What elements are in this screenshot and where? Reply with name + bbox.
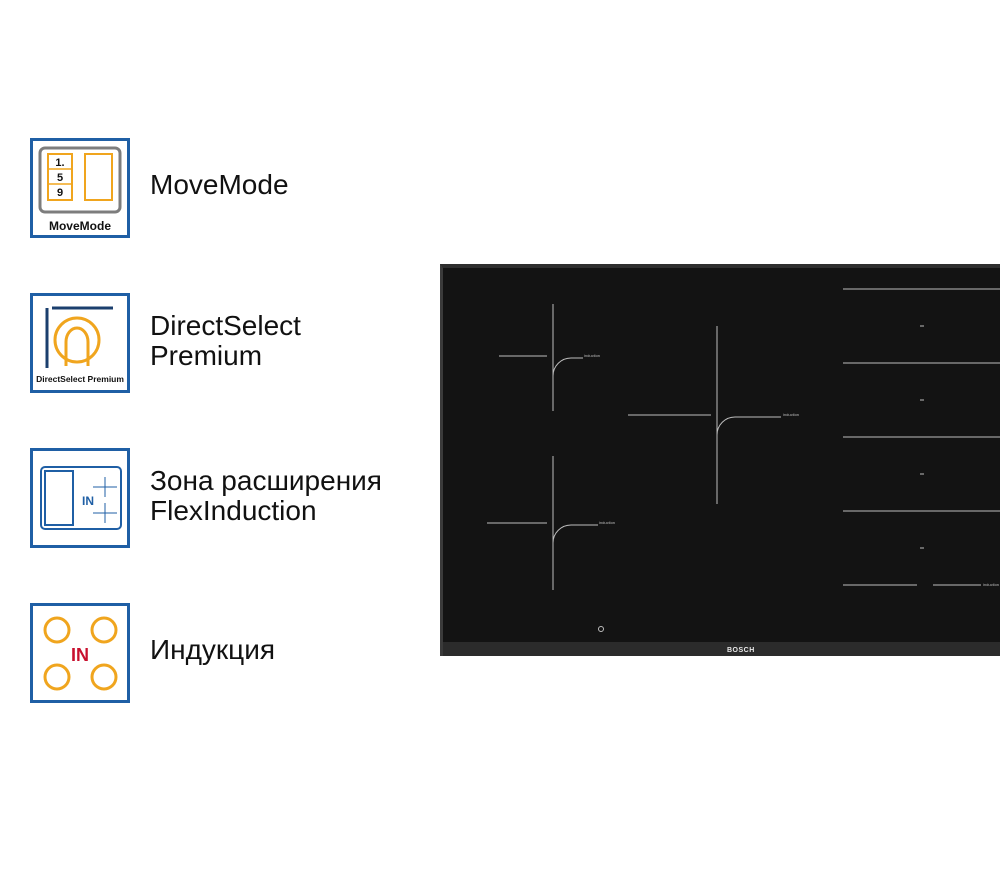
cooktop-frame-bottom: BOSCH (443, 642, 1000, 656)
movemode-number-5: 5 (57, 172, 63, 184)
directselect-premium-title-line-1: DirectSelect (150, 310, 301, 341)
movemode-number-1: 1. (55, 157, 64, 169)
induction-badge: IN (30, 603, 130, 703)
flexinduction-title: Зона расширения FlexInduction (150, 466, 382, 526)
feature-movemode: 1. 5 9 MoveMode MoveMode (30, 138, 450, 238)
induction-badge-text: IN (71, 645, 89, 665)
directselect-premium-title-line-2: Premium (150, 340, 263, 371)
movemode-title: MoveMode (150, 170, 289, 200)
feature-flexinduction: IN Зона расширения FlexInduction (30, 448, 450, 548)
directselect-premium-badge: DirectSelect Premium (30, 293, 130, 393)
movemode-icon: 1. 5 9 MoveMode (38, 146, 122, 233)
flex-zone-label: induction (983, 582, 999, 587)
flexinduction-badge-text: IN (82, 494, 94, 508)
directselect-premium-icon: DirectSelect Premium (36, 306, 124, 384)
flexinduction-icon: IN (40, 466, 122, 530)
zone-label-3: induction (783, 412, 799, 417)
flexinduction-title-line-1: Зона расширения (150, 465, 382, 496)
induction-title: Индукция (150, 635, 275, 665)
cooktop-markings: induction induction induction induction (487, 288, 1000, 632)
feature-directselect-premium: DirectSelect Premium DirectSelect Premiu… (30, 293, 450, 393)
movemode-badge: 1. 5 9 MoveMode (30, 138, 130, 238)
induction-icon: IN (43, 616, 118, 691)
brand-logo: BOSCH (727, 647, 755, 654)
movemode-number-9: 9 (57, 187, 63, 199)
feature-induction: IN Индукция (30, 603, 450, 703)
directselect-premium-badge-caption: DirectSelect Premium (36, 374, 124, 384)
flexinduction-badge: IN (30, 448, 130, 548)
movemode-title-line-1: MoveMode (150, 169, 289, 200)
directselect-premium-title: DirectSelect Premium (150, 311, 301, 371)
movemode-badge-caption: MoveMode (49, 219, 111, 233)
zone-label-1: induction (584, 353, 600, 358)
flexinduction-title-line-2: FlexInduction (150, 495, 317, 526)
cooktop-image: induction induction induction induction … (440, 264, 1000, 656)
zone-label-2: induction (599, 520, 615, 525)
induction-title-line-1: Индукция (150, 634, 276, 665)
